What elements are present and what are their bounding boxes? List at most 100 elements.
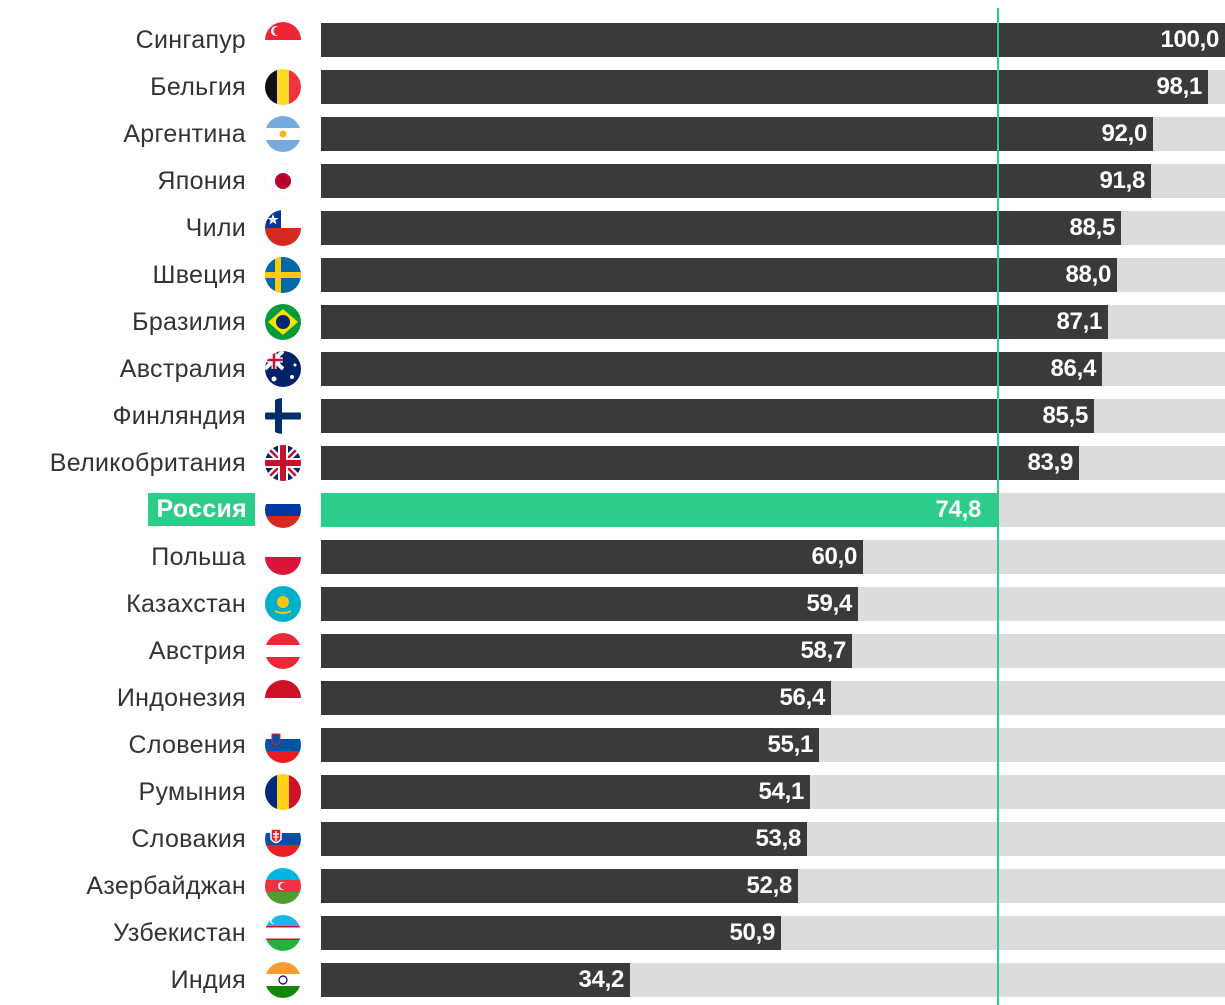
category-label: Финляндия [112,402,246,430]
bar-row: Аргентина 92,0 [0,116,1225,152]
austria-flag-icon [265,633,301,669]
category-label: Словакия [131,825,246,853]
category-label: Румыния [138,778,246,806]
bar-row: Великобритания 83,9 [0,445,1225,481]
japan-flag-icon [265,163,301,199]
category-label: Польша [151,543,246,571]
value-label: 86,4 [1050,355,1096,382]
bar: 59,4 [321,587,858,621]
kazakhstan-flag-icon [265,586,301,622]
romania-flag-icon [265,774,301,810]
category-label: Индонезия [116,684,246,712]
bar: 55,1 [321,728,819,762]
bar: 83,9 [321,446,1079,480]
bar: 34,2 [321,963,630,997]
bar-row: Сингапур 100,0 [0,22,1225,58]
category-label: Словения [128,731,246,759]
reference-line [997,8,999,1005]
value-label: 56,4 [779,684,825,711]
slovenia-flag-icon [265,727,301,763]
value-label: 83,9 [1027,449,1073,476]
value-label: 98,1 [1156,73,1202,100]
bar-row: Бразилия 87,1 [0,304,1225,340]
category-label: Россия [148,493,255,526]
bar: 92,0 [321,117,1153,151]
singapore-flag-icon [265,22,301,58]
bar: 98,1 [321,70,1208,104]
value-label: 88,0 [1065,261,1111,288]
bar: 56,4 [321,681,831,715]
bar: 52,8 [321,869,798,903]
bar-row: Россия 74,8 [0,492,1225,528]
value-label: 54,1 [758,778,804,805]
finland-flag-icon [265,398,301,434]
value-label: 52,8 [746,872,792,899]
bar: 54,1 [321,775,810,809]
value-label: 34,2 [578,966,624,993]
value-label: 88,5 [1069,214,1115,241]
category-label: Бразилия [132,308,246,336]
category-label: Индия [170,966,246,994]
bar-row: Чили 88,5 [0,210,1225,246]
value-label: 60,0 [811,543,857,570]
bar-row: Азербайджан 52,8 [0,868,1225,904]
category-label: Чили [185,214,246,242]
value-label: 59,4 [806,590,852,617]
chile-flag-icon [265,210,301,246]
australia-flag-icon [265,351,301,387]
bar-row: Польша 60,0 [0,539,1225,575]
bar: 91,8 [321,164,1151,198]
bar: 88,0 [321,258,1117,292]
category-label: Австралия [119,355,246,383]
indonesia-flag-icon [265,680,301,716]
value-label: 100,0 [1160,26,1219,53]
category-label: Австрия [148,637,246,665]
category-label: Аргентина [123,120,246,148]
value-label: 74,8 [935,496,981,523]
category-label: Великобритания [49,449,246,477]
category-label: Сингапур [135,26,246,54]
bar: 86,4 [321,352,1102,386]
argentina-flag-icon [265,116,301,152]
category-label: Азербайджан [86,872,246,900]
bar: 100,0 [321,23,1225,57]
bar: 53,8 [321,822,807,856]
value-label: 87,1 [1056,308,1102,335]
azerbaijan-flag-icon [265,868,301,904]
bar: 50,9 [321,916,781,950]
russia-flag-icon [265,492,301,528]
bar: 85,5 [321,399,1094,433]
value-label: 53,8 [755,825,801,852]
bar: 87,1 [321,305,1108,339]
category-label: Швеция [152,261,246,289]
uk-flag-icon [265,445,301,481]
bar-row: Швеция 88,0 [0,257,1225,293]
bar-row: Индонезия 56,4 [0,680,1225,716]
bar-row: Финляндия 85,5 [0,398,1225,434]
bar-row: Словения 55,1 [0,727,1225,763]
value-label: 58,7 [800,637,846,664]
bar: 88,5 [321,211,1121,245]
category-label: Япония [157,167,246,195]
bar-row: Словакия 53,8 [0,821,1225,857]
bar: 58,7 [321,634,852,668]
bar-row: Индия 34,2 [0,962,1225,998]
belgium-flag-icon [265,69,301,105]
bar-row: Австрия 58,7 [0,633,1225,669]
bar: 74,8 [321,493,997,527]
india-flag-icon [265,962,301,998]
poland-flag-icon [265,539,301,575]
value-label: 92,0 [1101,120,1147,147]
bar: 60,0 [321,540,863,574]
category-label: Казахстан [126,590,246,618]
slovakia-flag-icon [265,821,301,857]
value-label: 85,5 [1042,402,1088,429]
bar-row: Япония 91,8 [0,163,1225,199]
bar-row: Казахстан 59,4 [0,586,1225,622]
brazil-flag-icon [265,304,301,340]
value-label: 91,8 [1099,167,1145,194]
uzbekistan-flag-icon [265,915,301,951]
